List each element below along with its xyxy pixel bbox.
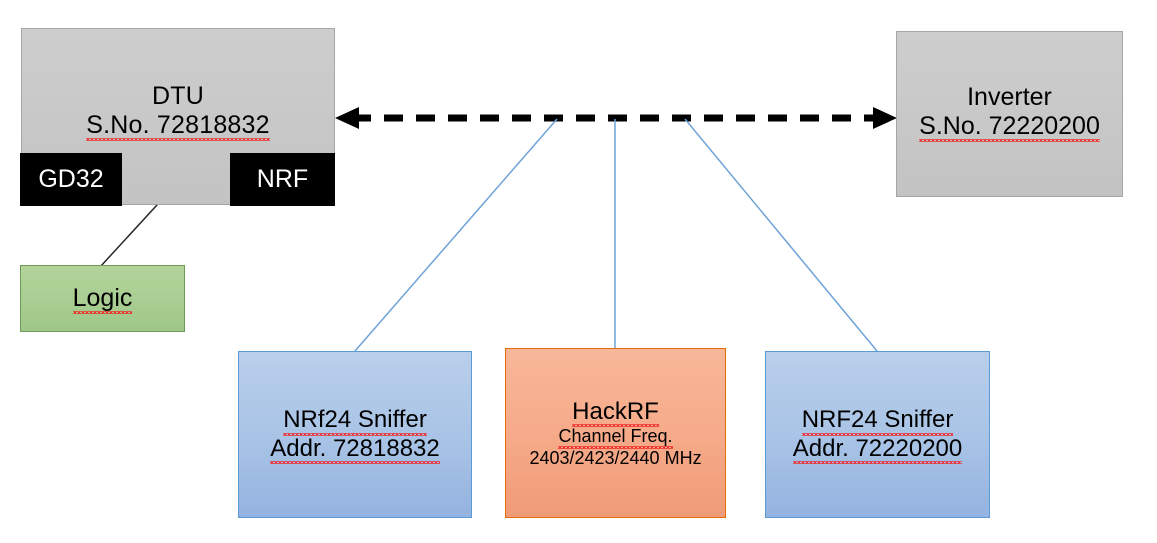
sniffer-left-line2-text: Addr. 72818832 [270,434,440,465]
dtu-serial: S.No. 72818832 [86,111,270,141]
hackrf-line2-text: Channel Freq. [558,426,673,449]
sniffer-right-line2: Addr. 72220200 [792,434,963,465]
dtu-title: DTU [152,82,204,110]
node-nrf-chip[interactable]: NRF [230,153,335,206]
node-logic-analyzer[interactable]: Logic [20,265,185,332]
inverter-serial-text: S.No. 72220200 [919,111,1100,142]
hackrf-title-text: HackRF [572,397,659,428]
inverter-title: Inverter [967,83,1052,111]
node-sniffer-left[interactable]: NRf24 Sniffer Addr. 72818832 [238,351,472,518]
node-sniffer-right[interactable]: NRF24 Sniffer Addr. 72220200 [765,351,990,518]
gd32-label: GD32 [38,165,104,193]
sniffer-left-line1-text: NRf24 Sniffer [283,406,427,436]
inverter-serial: S.No. 72220200 [919,112,1100,142]
connector-tap-left [354,118,558,352]
hackrf-line3: 2403/2423/2440 MHz [529,447,702,468]
node-inverter[interactable]: Inverter S.No. 72220200 [896,31,1123,197]
connector-dtu-inverter [335,107,897,129]
hackrf-title: HackRF [572,397,659,428]
sniffer-left-line2: Addr. 72818832 [270,434,440,465]
sniffer-right-line1: NRF24 Sniffer [801,406,954,436]
logic-label: Logic [72,283,133,314]
sniffer-left-line1: NRf24 Sniffer [283,406,427,436]
hackrf-line2: Channel Freq. [558,426,673,449]
sniffer-right-line1-text: NRF24 Sniffer [801,406,954,436]
nrf-label: NRF [256,165,309,193]
connector-tap-right [684,118,878,352]
node-hackrf[interactable]: HackRF Channel Freq. 2403/2423/2440 MHz [505,348,726,518]
dtu-serial-text: S.No. 72818832 [86,110,270,141]
node-gd32-chip[interactable]: GD32 [20,153,122,206]
logic-label-text: Logic [72,283,133,314]
sniffer-right-line2-text: Addr. 72220200 [792,434,963,465]
